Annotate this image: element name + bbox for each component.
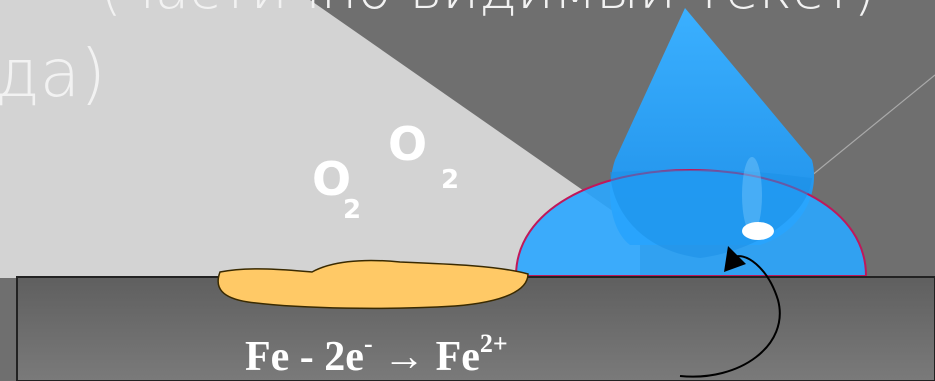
water-drop — [514, 8, 868, 277]
o2-subscript: 2 — [343, 195, 361, 225]
cropped-text-line1: (частично видимый текст) — [100, 0, 876, 22]
o2-subscript: 2 — [441, 165, 459, 195]
o2-symbol: O — [312, 152, 351, 206]
rust-patch — [217, 259, 529, 310]
pointer-line — [799, 74, 935, 186]
arrow-curve — [679, 255, 781, 378]
arrow-head-icon — [724, 246, 746, 272]
fe-ion-icon — [742, 222, 774, 240]
oxidation-equation: Fe - 2e- → Fe2+ — [245, 329, 508, 380]
drop-highlight — [742, 157, 762, 233]
o2-symbol: O — [388, 117, 427, 171]
ion-migration-arrow — [679, 246, 781, 378]
o2-molecule-2: O 2 — [388, 117, 459, 195]
cropped-text-line2: да) — [0, 35, 106, 112]
o2-molecule-1: O 2 — [312, 152, 361, 225]
oxygen-zone — [0, 0, 640, 278]
